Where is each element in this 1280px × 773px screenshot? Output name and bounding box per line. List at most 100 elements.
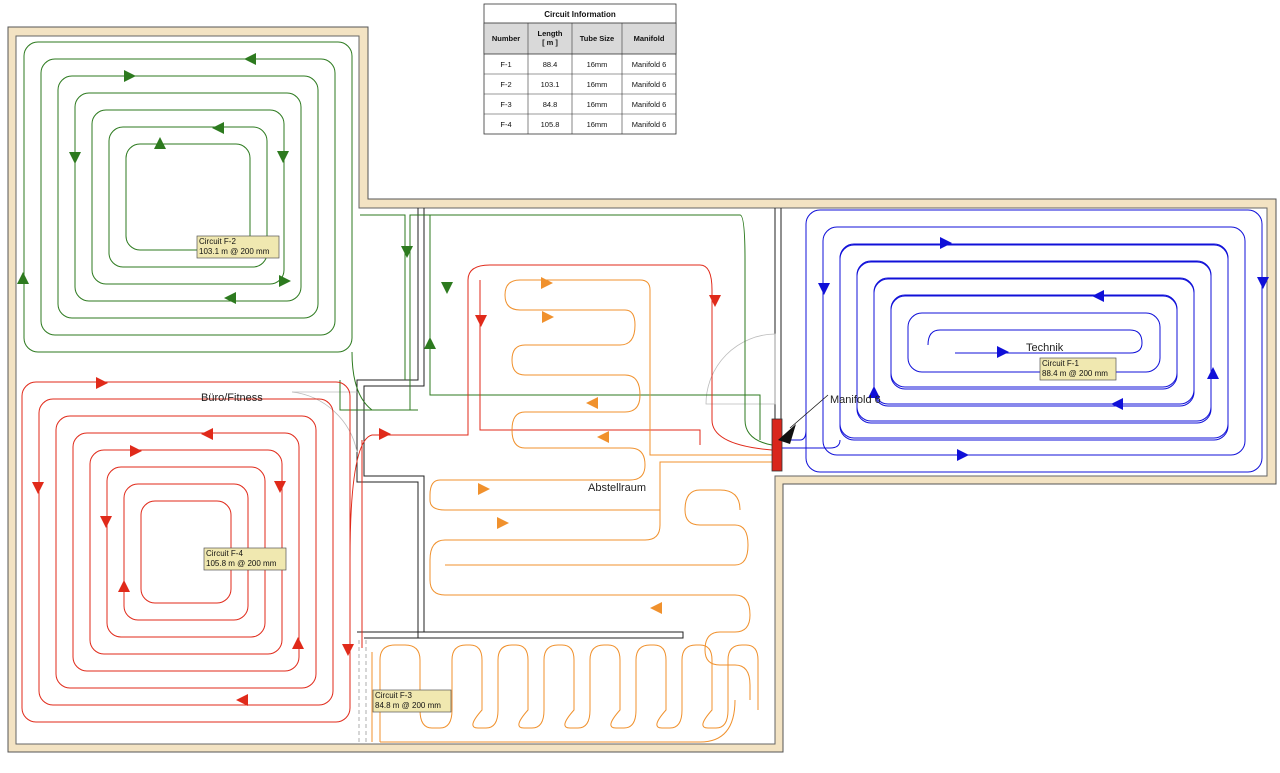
circuit-f1-loop [822,226,1246,456]
table-title: Circuit Information [544,10,616,19]
flow-arrow-icon [292,637,304,649]
flow-arrow-icon [597,431,609,443]
circuit-f2-loop [125,143,251,251]
circuit-f3-coil [371,652,736,743]
circuit-f1-inner-loop [839,244,1229,441]
flow-arrow-icon [154,137,166,149]
manifold-pointer-icon [778,424,796,444]
circuit-f1-inner-loop [907,312,1161,373]
flow-arrow-icon [274,481,286,493]
circuit-f2-loop [74,92,302,302]
room-label-abstell: Abstellraum [588,482,646,494]
circuit-f3-coil [445,489,749,566]
flow-arrow-icon [478,483,490,495]
circuit-f1-loop [805,209,1263,473]
flow-arrow-icon [379,428,391,440]
table-header-cell: Tube Size [580,34,614,43]
circuit-f1-inner [839,244,1229,441]
circuit-f4-loop [55,415,317,689]
circuit-f4-loop [72,432,300,672]
flow-arrow-icon [96,377,108,389]
circuit-f1-feed [927,329,1143,354]
flow-arrow-icon [1111,398,1123,410]
table-cell: F-4 [500,120,511,129]
circuit-tag-f4-detail: 105.8 m @ 200 mm [206,559,277,568]
flow-arrow-icon [279,275,291,287]
circuit-f2-loop [57,75,319,319]
circuit-f2-feed [339,380,418,411]
table-cell: F-2 [500,80,511,89]
flow-arrow-icon [17,272,29,284]
circuit-f1-inner-loop [890,295,1178,390]
inner-wall [15,35,1268,745]
flow-arrow-icon [868,386,880,398]
table-cell: 88.4 [543,60,558,69]
circuit-f3-coil [429,461,772,700]
table-cell: 16mm [587,60,608,69]
table-cell: 16mm [587,120,608,129]
circuit-tag-f2: Circuit F-2 103.1 m @ 200 mm [196,235,280,259]
table-header-cell: Number [492,34,520,43]
table-cell: F-1 [500,60,511,69]
flow-arrow-icon [497,517,509,529]
circuit-f4-feed [361,280,701,648]
circuit-f3-coil [429,279,772,511]
circuit-f2-feed [360,214,761,440]
table-cell: 103.1 [541,80,560,89]
room-label-buero: Büro/Fitness [201,392,263,404]
door-swings [291,333,776,745]
flow-arrow-icon [401,246,413,258]
circuit-f4-loop [38,398,334,706]
manifold-leader [789,394,829,429]
circuit-tag-f3-detail: 84.8 m @ 200 mm [375,701,441,710]
flow-arrow-icon [212,122,224,134]
table-header-cell: Manifold [634,34,665,43]
circuit-f1-feed [782,429,841,449]
flow-arrow-icon [818,283,830,295]
circuit-tag-f1: Circuit F-1 88.4 m @ 200 mm [1039,357,1117,381]
flow-arrow-icon [1257,277,1269,289]
flow-arrow-icon [541,277,553,289]
circuit-tag-f3-title: Circuit F-3 [375,691,412,700]
circuit-f1-inner-loop [873,278,1195,407]
flow-arrow-icon [424,337,436,349]
flow-arrow-icon [224,292,236,304]
flow-arrow-icon [277,151,289,163]
circuit-f2-feed [351,214,773,446]
table-cell: 16mm [587,80,608,89]
circuit-tag-f3: Circuit F-3 84.8 m @ 200 mm [372,689,452,713]
circuit-f4-feed [349,264,773,561]
table-header-cell: Length [538,29,563,38]
flow-arrow-icon [475,315,487,327]
circuit-f2-loop [91,109,285,285]
circuit-tag-f1-detail: 88.4 m @ 200 mm [1042,369,1108,378]
manifold-label: Manifold 6 [830,394,881,406]
flow-arrow-icon [236,694,248,706]
table-cell: Manifold 6 [632,100,667,109]
flow-arrow-icon [244,53,256,65]
circuit-tag-f2-detail: 103.1 m @ 200 mm [199,247,270,256]
table-cell: Manifold 6 [632,120,667,129]
flow-arrow-icon [32,482,44,494]
flow-arrow-icon [650,602,662,614]
flow-arrow-icon [342,644,354,656]
table-cell: 16mm [587,100,608,109]
flow-arrow-icon [118,580,130,592]
flow-arrow-icon [100,516,112,528]
flow-arrow-icon [201,428,213,440]
circuit-f2 [23,41,353,353]
circuit-f3-coil [379,644,759,742]
room-label-technik: Technik [1026,342,1064,354]
circuit-tag-f1-title: Circuit F-1 [1042,359,1079,368]
circuit-tag-f2-title: Circuit F-2 [199,237,236,246]
flow-arrow-icon [69,152,81,164]
flow-arrow-icon [997,346,1009,358]
flow-arrow-icon [586,397,598,409]
flow-arrow-icon [940,237,952,249]
circuit-f2-loop [23,41,353,353]
circuit-f2-loop [40,58,336,336]
flow-arrow-icon [709,295,721,307]
